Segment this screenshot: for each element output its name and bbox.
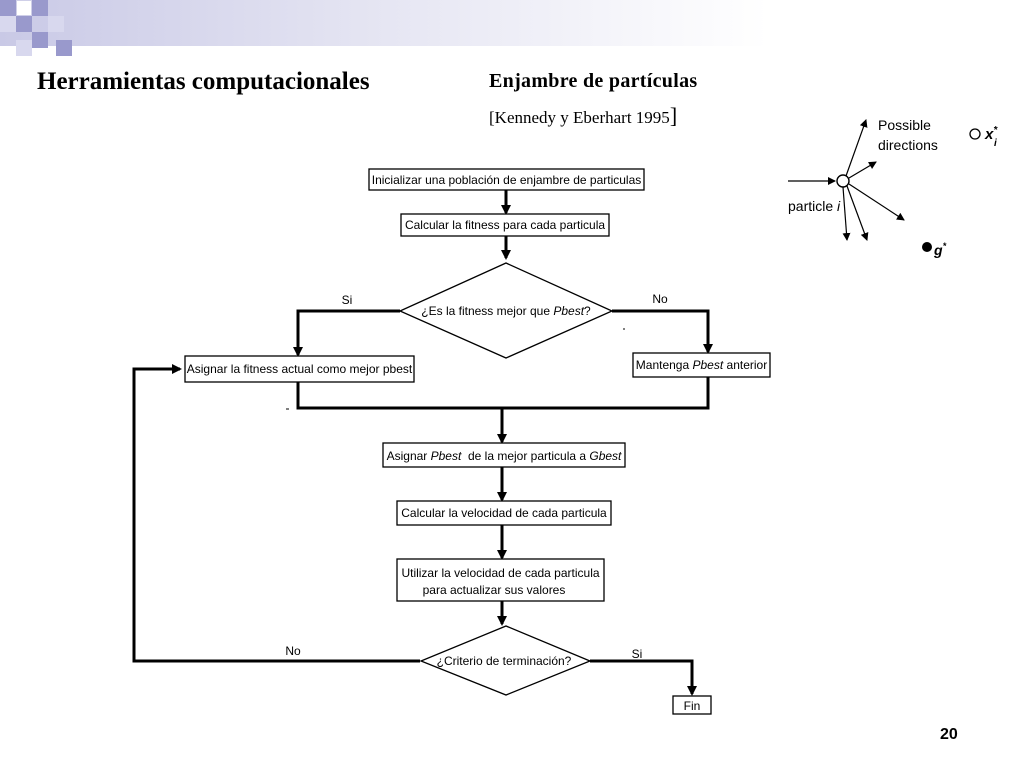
init-label: Inicializar una población de enjambre de… [372,173,642,187]
end-box [672,695,712,715]
velocity-label: Calcular la velocidad de cada particula [401,506,607,520]
direction-arrow [845,119,868,177]
decision-pbest-italic: Pbest [553,304,584,318]
update-label-line2: para actualizar sus valores [423,583,566,597]
keep-pbest-post: anterior [723,358,767,372]
branch-no1-label: No [652,292,668,306]
direction-arrow [848,183,905,221]
assign-gbest-italic1: Pbest [431,449,462,463]
connector-no2-loop [132,364,420,663]
particle-label-i: i [837,198,841,214]
decision-pbest-post: ? [584,304,591,318]
keep-pbest-italic: Pbest [693,358,724,372]
update-box [396,558,605,602]
gstar-base: g [933,242,943,258]
end-label: Fin [684,699,701,713]
assign-gbest-mid: de la mejor particula a [461,449,589,463]
slide-title: Herramientas computacionales [37,68,370,95]
direction-arrow [846,185,869,241]
direction-arrow [848,161,877,179]
xstar-label: x* [984,125,998,143]
particle-diagram: Possible directions particle i x* i g* [788,117,998,258]
direction-arrows [842,119,905,241]
xstar-sub: i [994,138,997,149]
assign-pbest-box [184,355,415,383]
page-number: 20 [940,726,958,743]
particle-label-text: particle [788,198,837,214]
gstar-sup: * [943,241,947,251]
assign-gbest-box [382,442,626,468]
update-label-line1: Utilizar la velocidad de cada particula [401,566,599,580]
velocity-box [396,500,612,526]
header-band [0,0,1024,46]
assign-gbest-pre: Asignar [387,449,431,463]
gstar-label: g* [933,241,947,258]
logo-squares [0,0,80,62]
flow-connectors [132,190,713,696]
assign-gbest-label: Asignar Pbest de la mejor particula a Gb… [387,449,622,463]
decision-termination-label: ¿Criterio de terminación? [437,654,572,668]
branch-yes1-label: Si [342,293,353,307]
xstar-circle [969,128,981,140]
directions-label: directions [878,137,938,153]
branch-no2-label: No [285,644,301,658]
xstar-sup: * [993,125,998,136]
xstar-base: x [984,126,994,143]
init-box [368,168,645,191]
particle-label: particle i [788,198,841,214]
pso-citation-bracket: ] [669,103,678,128]
particle-i-circle [836,174,850,188]
branch-yes2-label: Si [632,647,643,661]
fitness-box [400,213,610,237]
keep-pbest-box [632,352,771,378]
keep-pbest-label: Mantenga Pbest anterior [636,358,767,372]
possible-label: Possible [878,117,931,133]
pso-citation-text: [Kennedy y Eberhart 1995 [489,108,670,127]
decision-pbest-label: ¿Es la fitness mejor que Pbest? [421,304,591,318]
pso-citation: [Kennedy y Eberhart 1995] [489,103,677,129]
decision-pbest-diamond [398,262,614,359]
pso-title: Enjambre de partículas [489,70,698,92]
decision-termination-diamond [419,625,592,696]
assign-pbest-label: Asignar la fitness actual como mejor pbe… [187,362,413,376]
fitness-label: Calcular la fitness para cada particula [405,218,605,232]
gstar-dot [922,242,932,252]
assign-gbest-italic2: Gbest [589,449,622,463]
keep-pbest-pre: Mantenga [636,358,693,372]
connector-yes2-end [590,659,697,696]
decision-pbest-pre: ¿Es la fitness mejor que [421,304,553,318]
direction-arrow [842,186,851,241]
connector-yes1 [293,309,400,357]
connector-no1 [612,309,713,354]
